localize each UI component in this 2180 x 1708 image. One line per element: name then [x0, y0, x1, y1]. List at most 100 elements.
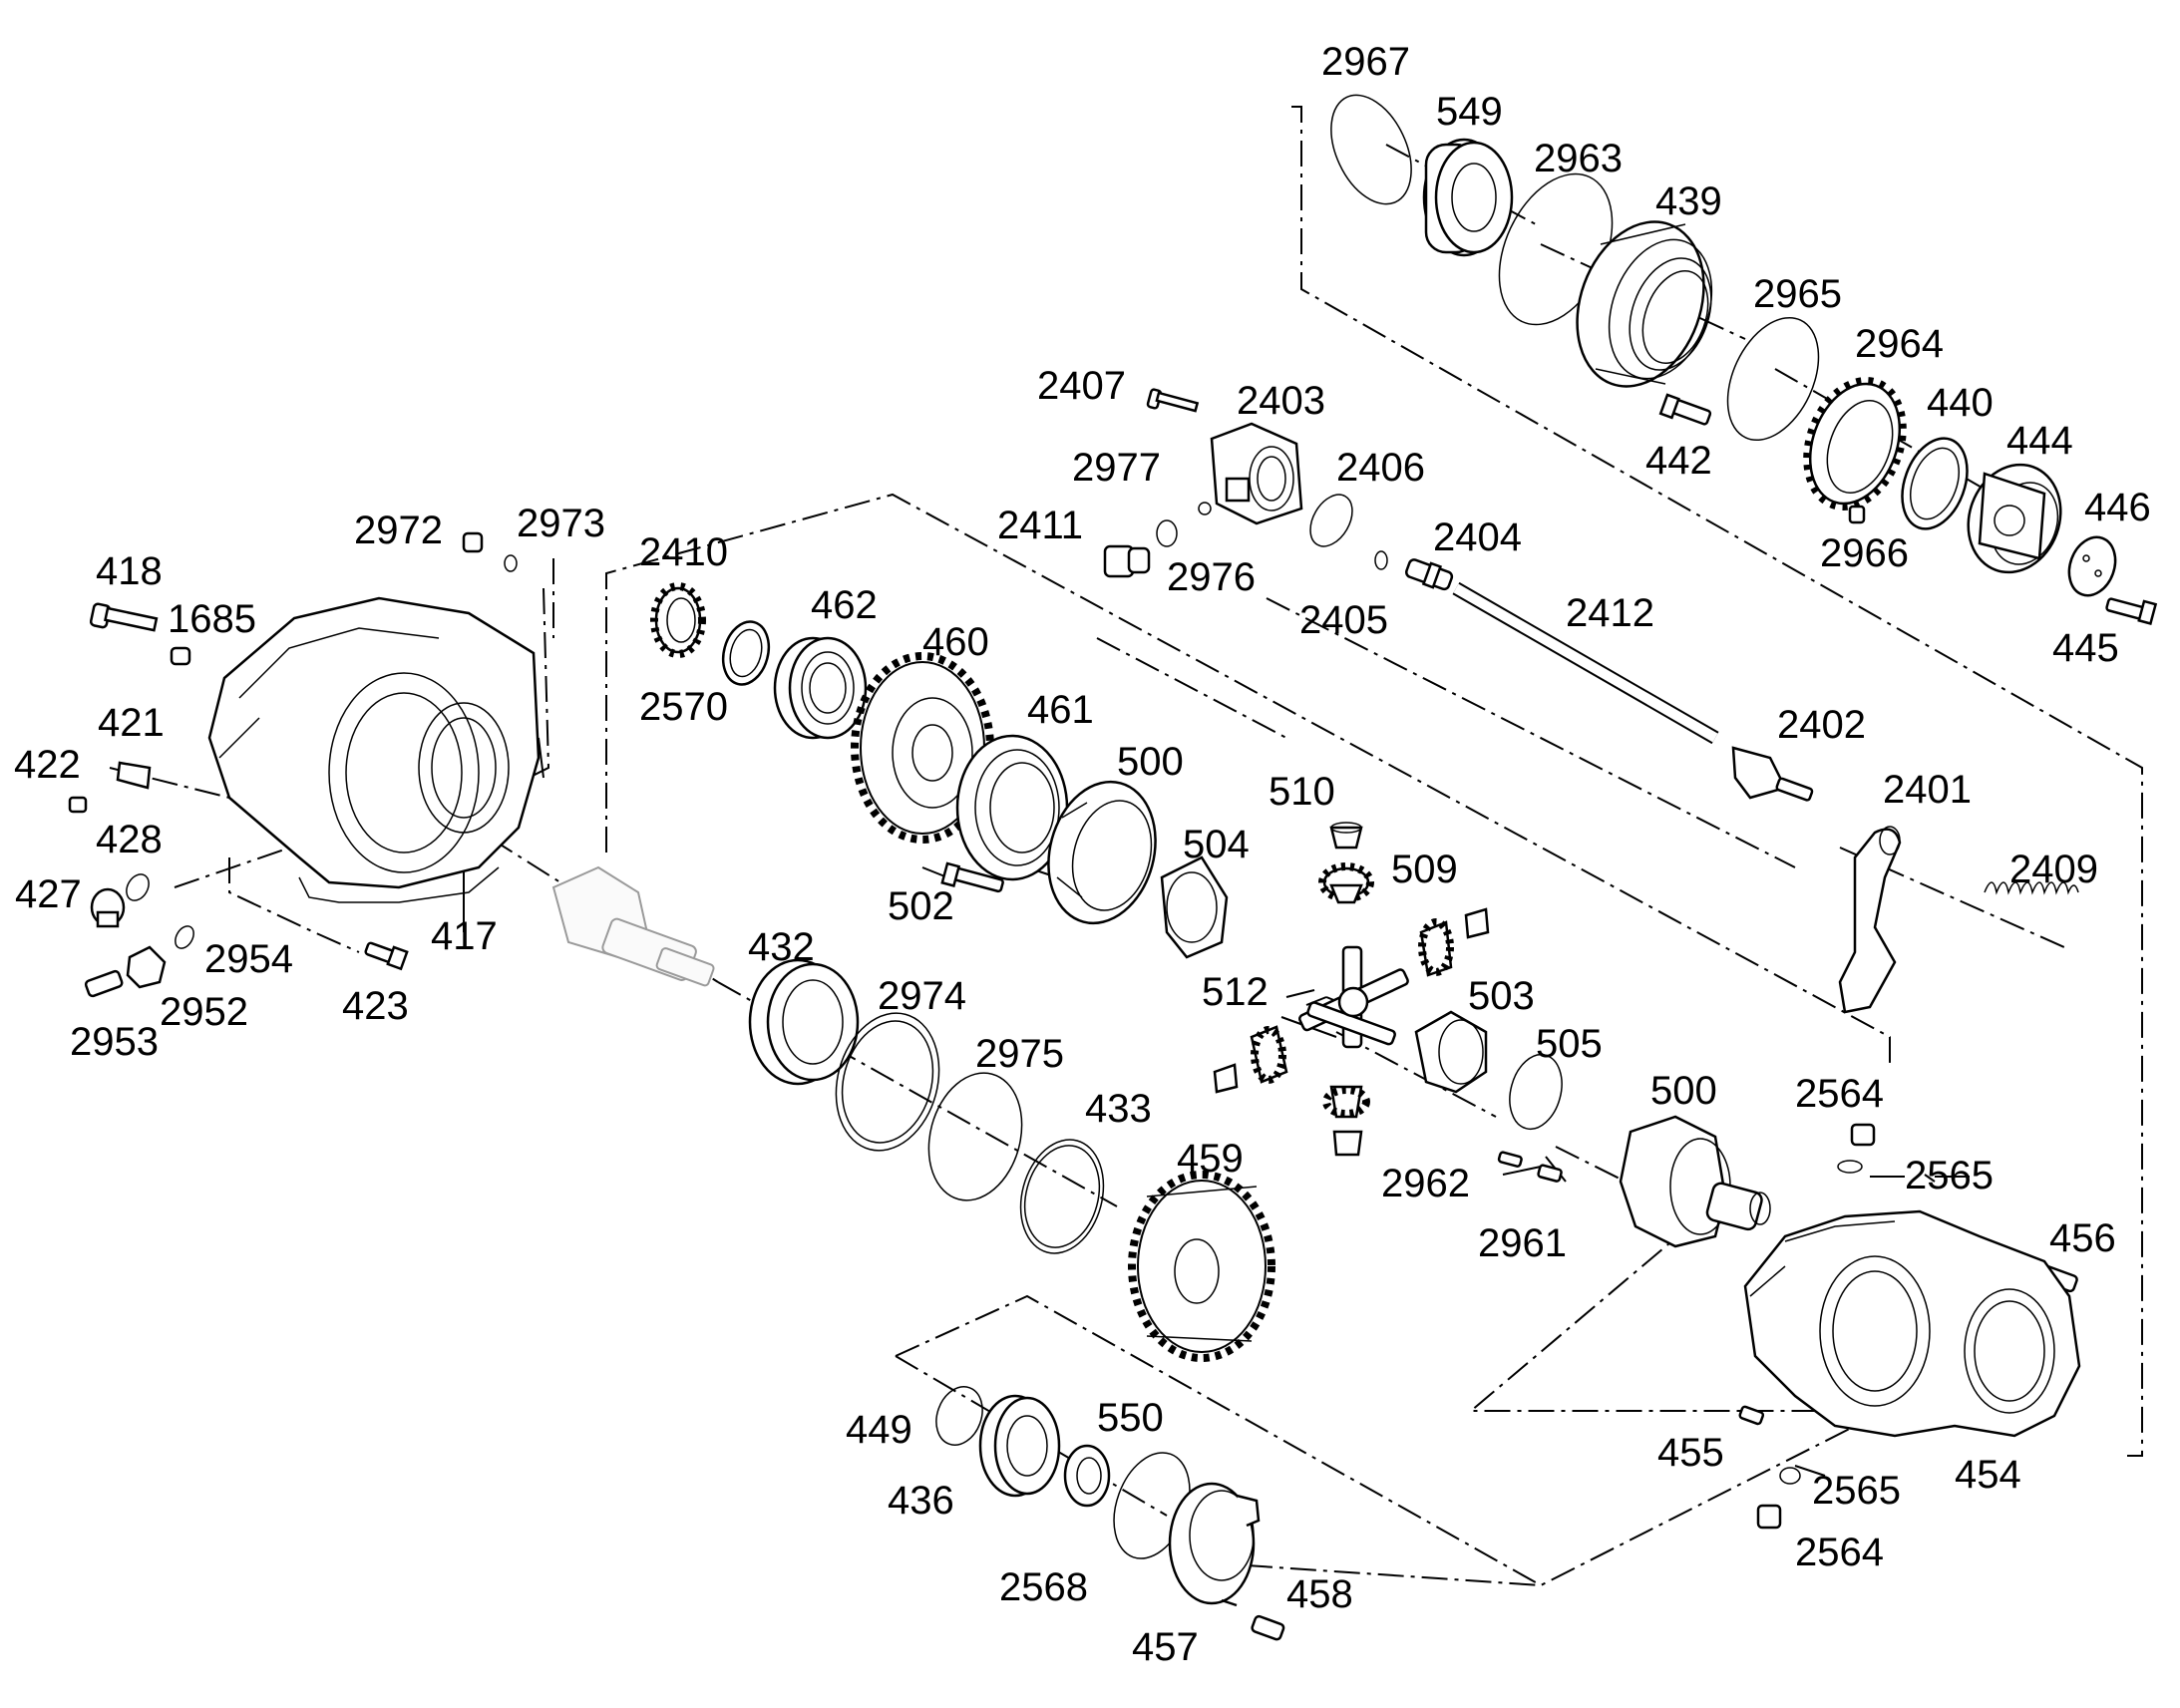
part-number-label: 2965	[1753, 272, 1842, 316]
washer-510	[1329, 822, 1363, 850]
screw-2953	[84, 969, 124, 998]
part-number-label: 2402	[1777, 703, 1866, 747]
part-number-label: 444	[2006, 419, 2073, 463]
screw-2966	[1848, 505, 1866, 524]
part-number-label: 418	[96, 549, 163, 593]
washer-2565-top	[1837, 1160, 1863, 1174]
part-number-label: 446	[2084, 486, 2151, 529]
part-number-label: 2412	[1566, 591, 1654, 635]
part-number-label: 462	[811, 583, 878, 627]
part-number-label: 549	[1436, 90, 1503, 134]
plug-2564-top	[1850, 1123, 1876, 1147]
plug-2972	[462, 531, 484, 553]
snap-ring-2975	[927, 1072, 1023, 1201]
o-ring-2954	[175, 925, 194, 949]
part-number-label: 455	[1657, 1431, 1724, 1475]
part-number-label: 2972	[354, 509, 443, 552]
part-number-label: 2962	[1381, 1162, 1470, 1205]
part-number-label: 2963	[1534, 137, 1623, 180]
washer-left	[1213, 1063, 1239, 1094]
part-number-label: 2974	[878, 974, 966, 1018]
part-number-label: 2961	[1478, 1221, 1567, 1265]
part-number-label: 2977	[1072, 446, 1161, 490]
part-number-label: 512	[1202, 970, 1269, 1014]
part-number-label: 457	[1132, 1625, 1199, 1669]
pinion-gear-bottom	[1322, 1085, 1370, 1119]
part-number-label: 460	[922, 620, 989, 664]
part-number-label: 440	[1927, 381, 1994, 425]
o-ring-2405	[1374, 550, 1388, 570]
part-number-label: 2570	[639, 685, 728, 729]
plug-2564-bottom	[1756, 1504, 1782, 1530]
part-number-label: 449	[846, 1408, 912, 1452]
o-ring-2406	[1309, 494, 1353, 547]
part-number-label: 2568	[999, 1565, 1088, 1609]
pinion-shaft-ghost	[551, 865, 715, 987]
part-number-label: 510	[1269, 770, 1335, 814]
part-number-label: 500	[1117, 740, 1184, 784]
actuator-block-2403	[1210, 422, 1303, 525]
o-ring-428	[126, 873, 150, 901]
bearing-436	[978, 1394, 1061, 1498]
part-number-label: 2565	[1812, 1469, 1901, 1513]
part-number-label: 454	[1955, 1453, 2021, 1497]
part-number-label: 428	[96, 818, 163, 861]
part-number-label: 442	[1645, 439, 1712, 483]
fitting-2402	[1731, 746, 1814, 802]
part-number-label: 445	[2052, 626, 2119, 670]
fitting-2404	[1405, 558, 1454, 591]
nut-550	[1063, 1444, 1111, 1508]
nut-2952	[126, 945, 167, 989]
part-labels: 2967549296343929652964442440444296644644…	[14, 40, 2151, 1669]
part-number-label: 500	[1650, 1069, 1717, 1113]
bearing-549	[1422, 138, 1514, 257]
sleeve-1685	[170, 646, 191, 666]
plug-427	[90, 887, 126, 928]
part-number-label: 2964	[1855, 322, 1944, 366]
part-number-label: 2954	[204, 937, 293, 981]
part-number-label: 503	[1468, 974, 1535, 1018]
ring-2973	[504, 554, 518, 572]
pinion-gear-right	[1418, 918, 1454, 977]
part-number-label: 432	[748, 925, 815, 969]
flange-444	[1967, 463, 2062, 574]
part-number-label: 2953	[70, 1020, 159, 1064]
screw-422	[68, 796, 88, 814]
bearing-housing-439	[1576, 220, 1713, 388]
part-number-label: 2976	[1167, 555, 1256, 599]
pinion-gear-left	[1250, 1025, 1288, 1084]
washer-bottom	[1332, 1130, 1363, 1157]
bearing-461	[955, 734, 1069, 881]
pinion-gear-509	[1318, 862, 1374, 904]
part-number-label: 417	[431, 914, 498, 958]
part-number-label: 2565	[1905, 1154, 1994, 1197]
washer-446	[2067, 535, 2117, 597]
part-number-label: 2952	[160, 990, 248, 1034]
part-number-label: 2975	[975, 1032, 1064, 1076]
cross-shaft-512	[1298, 945, 1409, 1049]
bolt-445	[2105, 597, 2158, 625]
o-ring-2976	[1156, 519, 1178, 547]
part-number-label: 433	[1085, 1087, 1152, 1131]
part-number-label: 2564	[1795, 1531, 1884, 1574]
part-number-label: 427	[15, 872, 82, 916]
o-ring-433	[1019, 1139, 1105, 1254]
bolt-442	[1658, 393, 1712, 426]
bolt-502	[940, 861, 1004, 893]
part-number-label: 2407	[1037, 364, 1126, 408]
part-number-label: 504	[1183, 823, 1250, 866]
gear-459	[1128, 1171, 1275, 1362]
o-ring-2965	[1726, 316, 1820, 442]
part-number-label: 2405	[1299, 598, 1388, 642]
part-number-label: 2973	[517, 502, 605, 545]
part-number-label: 458	[1286, 1572, 1353, 1616]
cover-457	[1168, 1482, 1261, 1607]
snap-ring-505	[1509, 1053, 1563, 1131]
part-number-label: 2403	[1237, 379, 1325, 423]
part-number-label: 456	[2049, 1216, 2116, 1260]
pin-455	[1738, 1405, 1765, 1426]
part-number-label: 2404	[1433, 515, 1522, 559]
part-number-label: 505	[1536, 1022, 1603, 1066]
bearing-432	[748, 958, 860, 1086]
screw-458	[1251, 1614, 1285, 1641]
